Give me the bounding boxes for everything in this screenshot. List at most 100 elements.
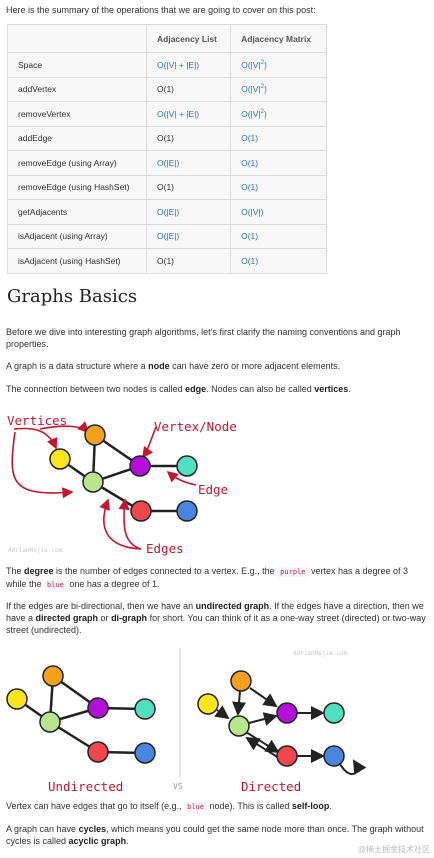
adjacency-list-cell: O(|E|) <box>145 199 232 225</box>
vertex-yellow <box>49 448 71 470</box>
text: vertex has a degree of 3 while the <box>6 566 409 589</box>
adjacency-list-cell: O(|E|) <box>145 223 232 249</box>
table-header-row: Adjacency List Adjacency Matrix <box>7 24 327 53</box>
operation-cell: getAdjacents <box>7 199 147 225</box>
term-acyclic-graph: acyclic graph <box>68 836 127 846</box>
adjacency-matrix-cell: O(1) <box>230 125 327 151</box>
column-header: Adjacency Matrix <box>230 24 327 53</box>
text: . <box>126 836 129 846</box>
vertex-blue <box>176 500 198 522</box>
matrix-value-end: ) <box>263 84 267 95</box>
matrix-value: O(|V| <box>241 108 261 119</box>
operation-cell: removeEdge (using HashSet) <box>7 174 147 200</box>
vertex-blue <box>323 745 345 767</box>
matrix-exponent: 2 <box>260 84 264 91</box>
vertex-teal <box>176 455 198 477</box>
section-heading: Graphs Basics <box>7 286 138 307</box>
label-vertex-node: Vertex/Node <box>154 419 237 434</box>
paragraph-self-loop: Vertex can have edges that go to itself … <box>6 800 426 813</box>
paragraph-degree: The degree is the number of edges connec… <box>6 565 426 591</box>
adjacency-list-cell: O(1) <box>145 248 232 274</box>
directed-edge <box>214 705 230 720</box>
vertex-orange <box>84 424 106 446</box>
operation-cell: removeVertex <box>7 101 147 127</box>
matrix-value: O(|V| <box>241 84 261 95</box>
adjacency-matrix-cell: O(1) <box>230 174 327 200</box>
inline-code: blue <box>184 802 207 812</box>
term-directed-graph: directed graph <box>35 613 99 623</box>
operation-cell: addEdge <box>7 125 147 151</box>
inline-code: purple <box>277 567 309 577</box>
matrix-value: O(|V| <box>241 59 261 70</box>
term-node: node <box>148 361 170 371</box>
matrix-value-end: ) <box>263 108 267 119</box>
column-header <box>7 24 147 53</box>
vertex-green <box>82 471 104 493</box>
term-undirected-graph: undirected graph <box>195 601 270 611</box>
pointer-arrow <box>13 427 58 450</box>
vertex-purple <box>87 697 109 719</box>
matrix-value: O(1) <box>241 157 259 168</box>
text: can have zero or more adjacent elements. <box>169 361 341 371</box>
adjacency-matrix-cell: O(|V|2) <box>230 101 327 127</box>
adjacency-matrix-cell: O(1) <box>230 223 327 249</box>
inline-code: blue <box>44 580 67 590</box>
vertex-red <box>276 745 298 767</box>
term-self-loop: self-loop <box>291 801 330 811</box>
intro-text: Here is the summary of the operations th… <box>6 5 316 15</box>
operation-cell: addVertex <box>7 76 147 102</box>
directed-edge <box>232 690 247 716</box>
text: node). This is called <box>206 801 292 811</box>
adjacency-matrix-cell: O(1) <box>230 248 327 274</box>
adjacency-matrix-cell: O(|V|2) <box>230 52 327 78</box>
table-row: removeEdge (using HashSet)O(1)O(1) <box>7 174 327 200</box>
directed-edge <box>248 712 278 726</box>
term-edge: edge <box>185 384 207 394</box>
pointer-arrow <box>11 431 74 499</box>
pointer-arrow <box>166 470 197 486</box>
operation-cell: Space <box>7 52 147 78</box>
vertex-teal <box>323 702 345 724</box>
table-row: isAdjacent (using HashSet)O(1)O(1) <box>7 248 327 274</box>
text: . <box>348 384 351 394</box>
label-edges: Edges <box>146 541 184 556</box>
text: is the number of edges connected to a ve… <box>53 566 278 576</box>
paragraph-cycles: A graph can have cycles, which means you… <box>6 823 426 847</box>
vertex-orange <box>42 665 64 687</box>
matrix-value: O(1) <box>241 182 259 193</box>
vertex-red <box>87 741 109 763</box>
pointer-arrow <box>118 498 142 550</box>
adjacency-list-cell: O(1) <box>145 125 232 151</box>
vertex-yellow <box>197 693 219 715</box>
matrix-value: O(1) <box>241 133 259 144</box>
vertex-purple <box>276 702 298 724</box>
text: . <box>329 801 332 811</box>
table-row: isAdjacent (using Array)O(|E|) O(1) <box>7 223 327 249</box>
adjacency-list-cell: O(1) <box>145 174 232 200</box>
text: The connection between two nodes is call… <box>6 384 186 394</box>
vertex-red <box>130 500 152 522</box>
figure-watermark: AdrianMejia.com <box>8 547 63 554</box>
term-cycles: cycles <box>78 824 107 834</box>
label-vs: VS <box>173 782 183 791</box>
directed-edge <box>249 687 278 708</box>
vertex-yellow <box>6 688 28 710</box>
matrix-value-end: ) <box>263 59 267 70</box>
operation-cell: isAdjacent (using Array) <box>7 223 147 249</box>
directed-edge <box>245 736 280 759</box>
text: If the edges are bi-directional, then we… <box>6 601 196 611</box>
matrix-value: O(1) <box>241 231 259 242</box>
paragraph-edge-definition: The connection between two nodes is call… <box>6 383 426 395</box>
paragraph-directed: If the edges are bi-directional, then we… <box>6 600 426 636</box>
text: . If the edges have a direction, then we… <box>6 601 424 623</box>
graph-terminology-figure: Vertices Vertex/Node Edge Edges AdrianMe… <box>7 413 237 556</box>
adjacency-matrix-cell: O(|V|2) <box>230 76 327 102</box>
term-di-graph: di-graph <box>111 613 148 623</box>
vertex-teal <box>134 698 156 720</box>
